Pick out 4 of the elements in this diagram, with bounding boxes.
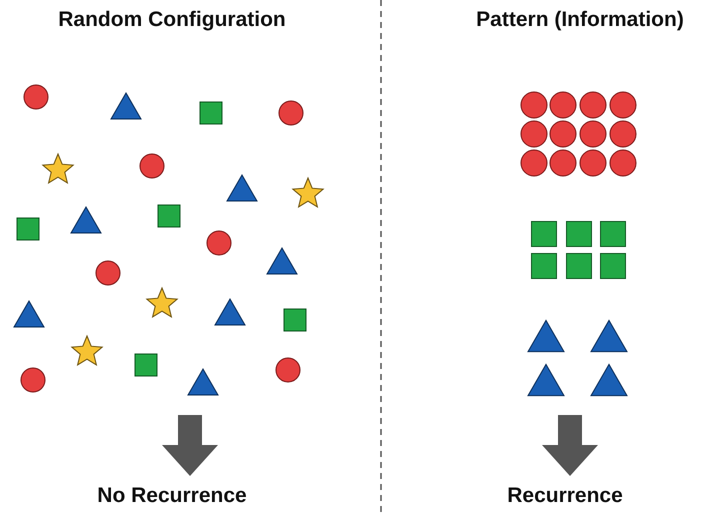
result-label: Recurrence xyxy=(507,484,623,508)
result-label: No Recurrence xyxy=(97,484,247,508)
panel-heading: Pattern (Information) xyxy=(476,8,684,32)
panel-heading: Random Configuration xyxy=(58,8,286,32)
